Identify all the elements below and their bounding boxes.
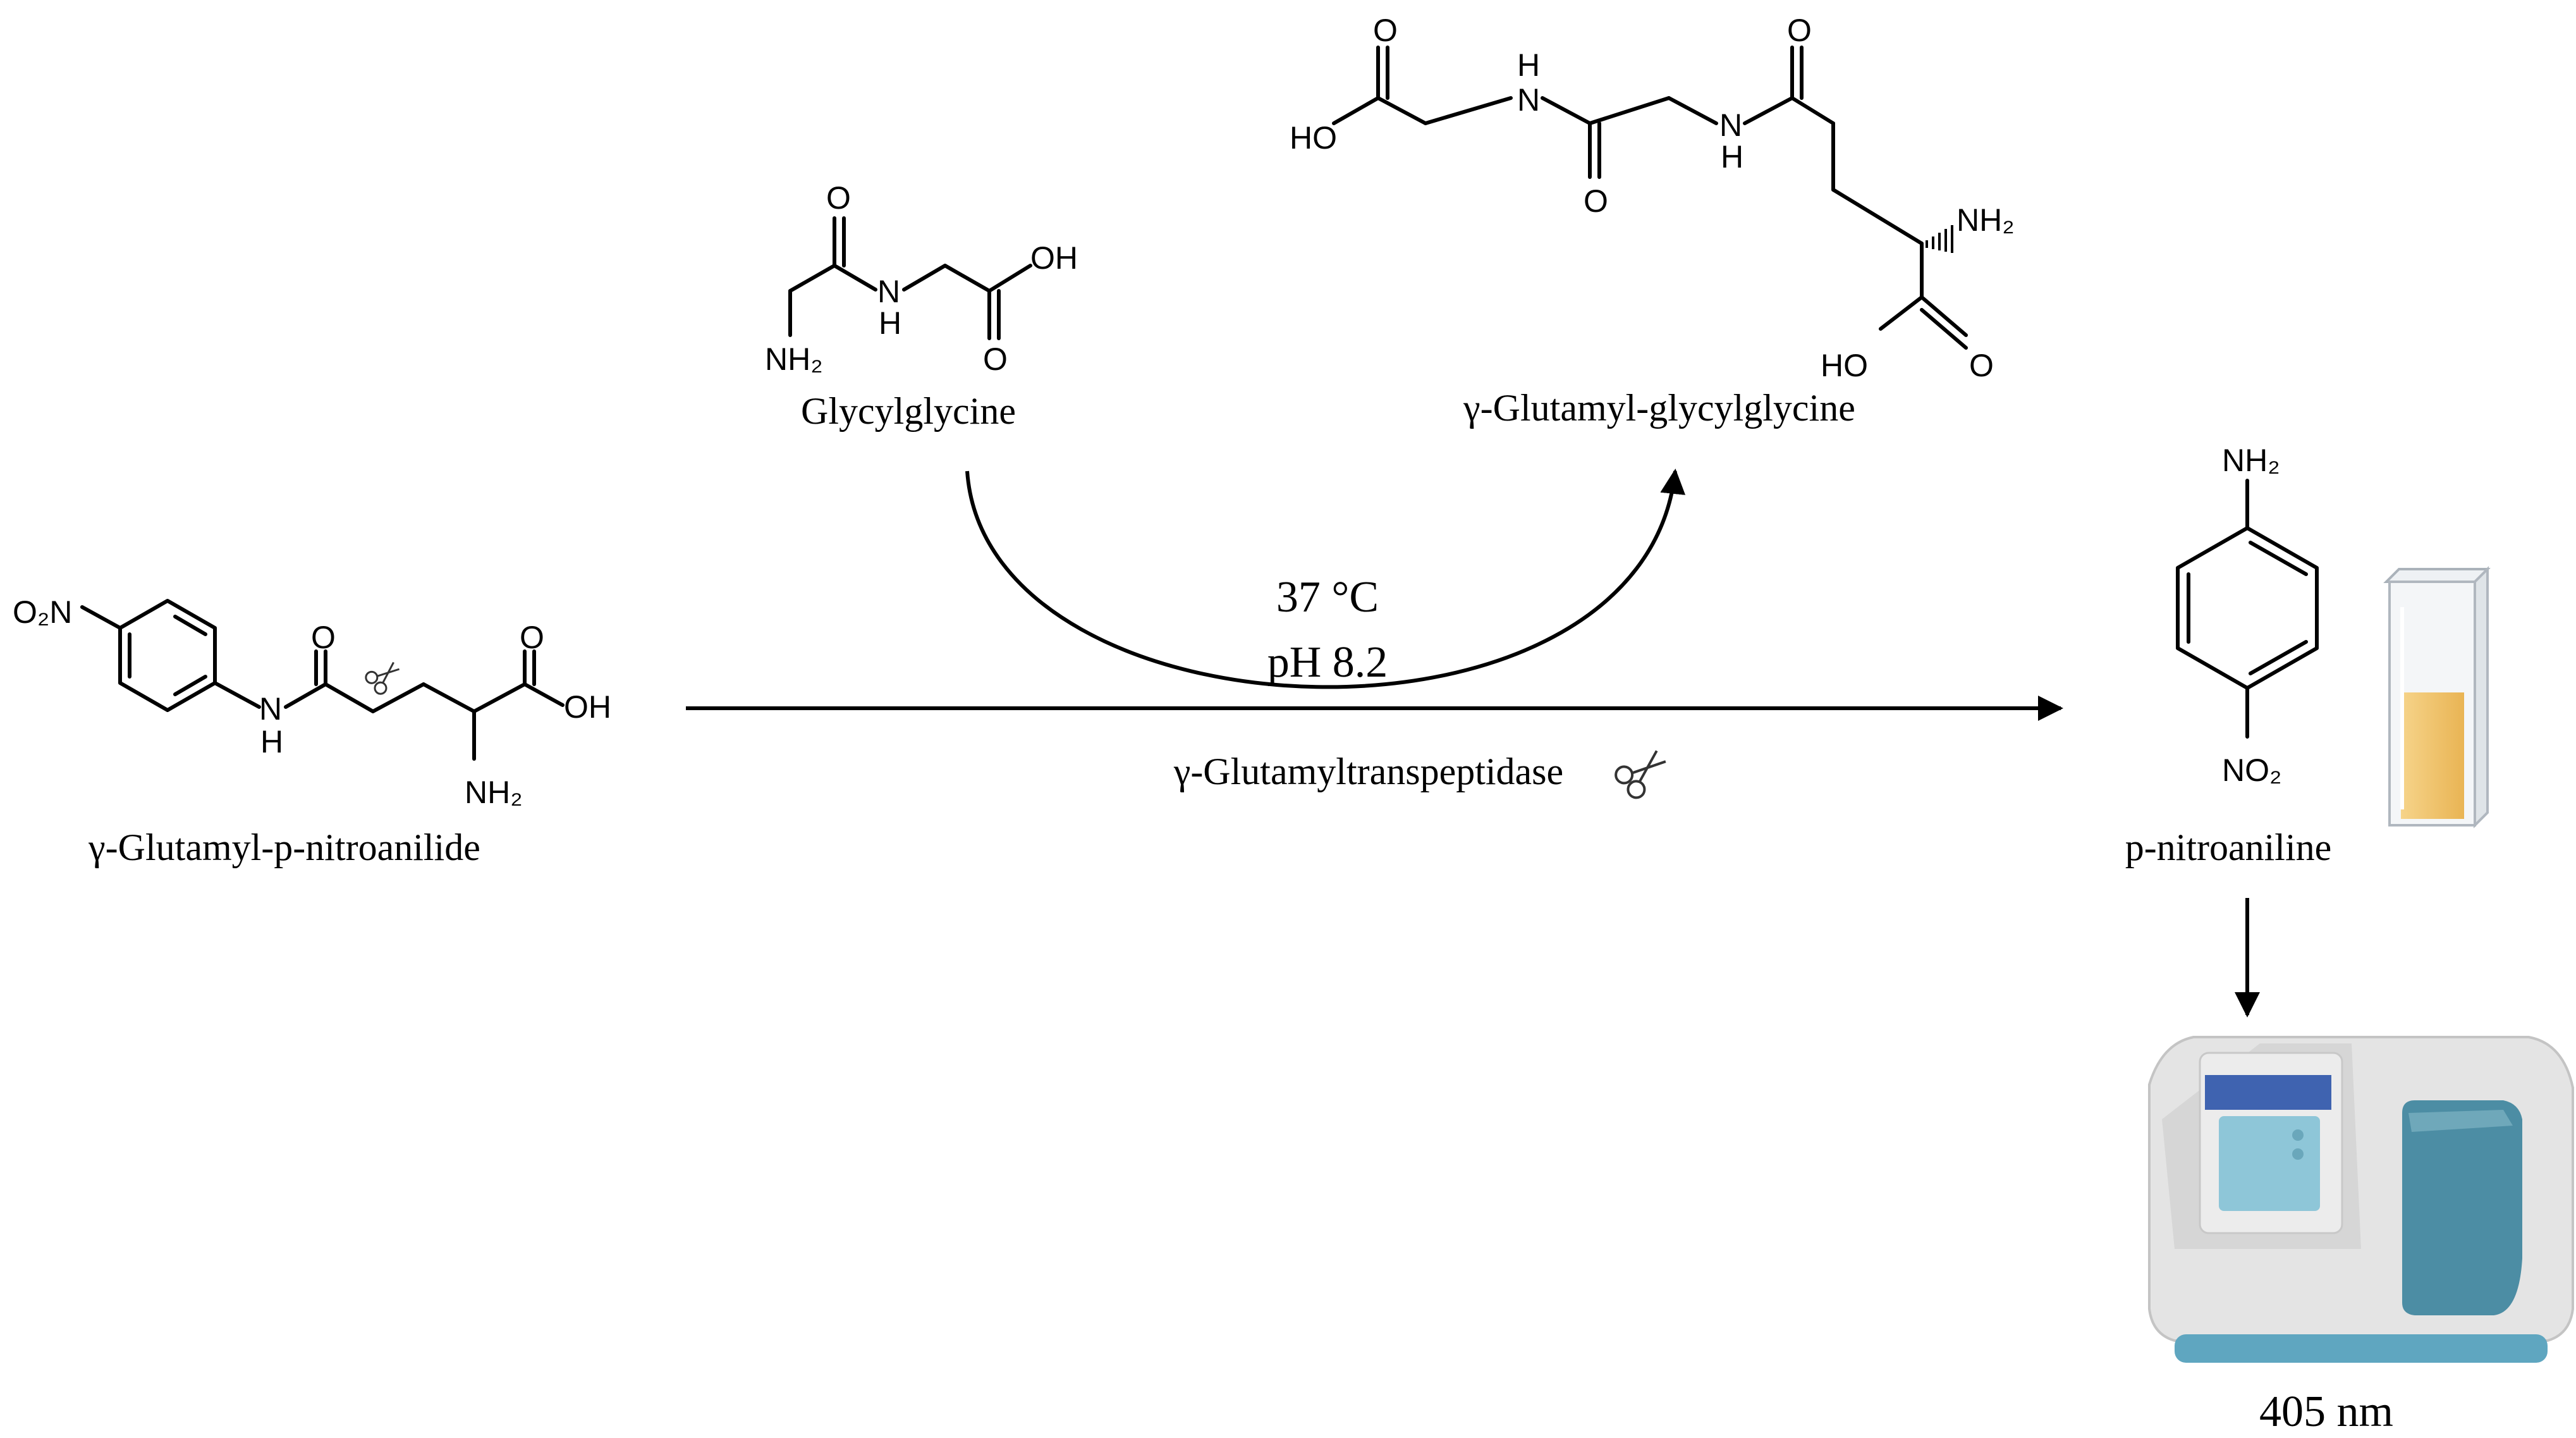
acceptor-o1-label: O [826, 180, 851, 216]
tp-o-top-right-label: O [1787, 13, 1812, 48]
spectrophotometer-icon [2148, 1036, 2574, 1363]
acceptor-structure: O N H OH O NH₂ [765, 180, 1078, 377]
substrate-o2-label: O [520, 620, 544, 655]
substrate-structure: O₂N N H O O OH NH₂ [13, 594, 611, 810]
substrate-nh-label: N [259, 691, 282, 727]
substrate-oh-label: OH [564, 689, 611, 725]
tp-nh-bottom-label: N [1719, 108, 1742, 143]
scissors-icon [1615, 750, 1666, 799]
transfer-product-name: γ-Glutamyl-glycylglycine [1463, 387, 1855, 429]
product-no2-label: NO₂ [2222, 753, 2281, 788]
substrate-nitro-label: O₂N [13, 594, 72, 630]
detection-wavelength: 405 nm [2259, 1387, 2393, 1436]
substrate-name: γ-Glutamyl-p-nitroanilide [88, 827, 480, 868]
acceptor-nh-label: N [877, 274, 900, 309]
acceptor-o2-label: O [983, 341, 1008, 377]
tp-nh-top-label: N [1517, 82, 1540, 118]
substrate-nh-h-label: H [260, 724, 283, 759]
product-name: p-nitroaniline [2125, 827, 2332, 868]
tp-o-top-left-label: O [1373, 13, 1398, 48]
transfer-product-structure: HO O H N O N H O NH₂ HO O [1290, 13, 2015, 383]
product-structure: NH₂ NO₂ [2176, 443, 2319, 788]
acceptor-oh-label: OH [1030, 240, 1078, 276]
tp-nh2-label: NH₂ [1956, 202, 2015, 238]
acceptor-nh-h-label: H [879, 305, 901, 341]
substrate-nh2-label: NH₂ [465, 775, 523, 810]
tp-ho-acid-label: HO [1821, 348, 1868, 383]
substrate-o1-label: O [311, 620, 336, 655]
condition-ph: pH 8.2 [1267, 638, 1388, 687]
scissors-icon [365, 661, 400, 695]
tp-ho-label: HO [1290, 120, 1337, 156]
enzyme-label: γ-Glutamyltranspeptidase [1173, 751, 1563, 792]
condition-temperature: 37 °C [1276, 573, 1379, 622]
product-nh2-label: NH₂ [2222, 443, 2280, 478]
tp-o-acid-label: O [1969, 348, 1994, 383]
tp-nh-top-h-label: H [1517, 47, 1540, 83]
transfer-curve-arrow [965, 469, 1686, 689]
acceptor-nh2-label: NH₂ [765, 341, 823, 377]
tp-nh-bottom-h-label: H [1721, 139, 1743, 175]
tp-o-mid-label: O [1584, 183, 1608, 219]
acceptor-name: Glycylglycine [801, 390, 1016, 432]
cuvette-icon [2383, 566, 2491, 828]
